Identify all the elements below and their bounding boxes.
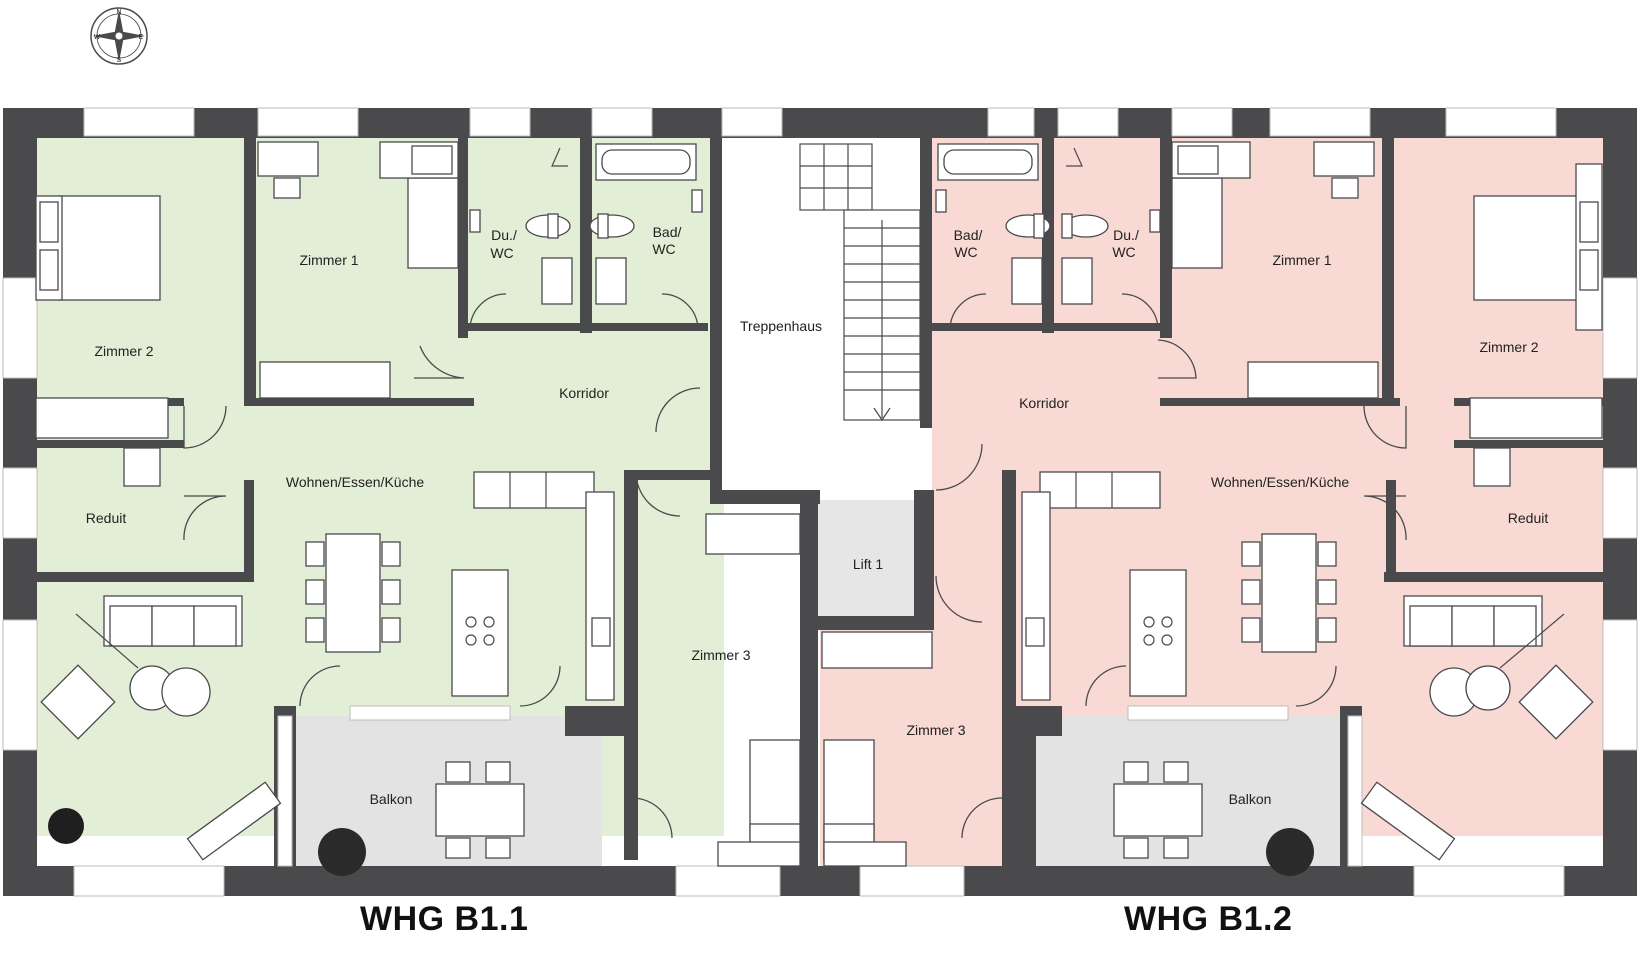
staircase-icon bbox=[799, 143, 921, 422]
label-duwc-right-1: Du./ bbox=[1113, 227, 1139, 243]
label-zimmer2-right: Zimmer 2 bbox=[1479, 339, 1538, 355]
compass-icon: N E S W bbox=[90, 7, 148, 65]
bed-icon bbox=[1473, 163, 1603, 331]
label-reduit-left: Reduit bbox=[86, 510, 127, 526]
shower-icon bbox=[1066, 147, 1083, 167]
sink-icon bbox=[595, 257, 627, 305]
chair-icon bbox=[381, 579, 401, 605]
label-wohnen-right: Wohnen/Essen/Küche bbox=[1211, 474, 1349, 490]
chair-icon bbox=[305, 541, 325, 567]
label-zimmer2-left: Zimmer 2 bbox=[94, 343, 153, 359]
desk-icon bbox=[257, 141, 319, 177]
kitchen-counter bbox=[473, 471, 595, 509]
label-badwc-left-1: Bad/ bbox=[653, 224, 682, 240]
table-icon bbox=[435, 783, 525, 837]
chair-icon bbox=[1331, 177, 1359, 199]
unit-title-right: WHG B1.2 bbox=[1124, 900, 1293, 938]
chair-icon bbox=[381, 617, 401, 643]
chair-icon bbox=[273, 177, 301, 199]
shower-icon bbox=[551, 147, 568, 167]
compass-s: S bbox=[117, 57, 122, 64]
floor-lamp-icon bbox=[1499, 613, 1565, 669]
chair-icon bbox=[1241, 579, 1261, 605]
plant-icon bbox=[48, 808, 84, 844]
table-icon bbox=[1113, 783, 1203, 837]
table-icon bbox=[1261, 533, 1317, 653]
plant-icon bbox=[318, 828, 366, 876]
wardrobe-icon bbox=[1247, 361, 1379, 399]
furniture-left bbox=[35, 141, 801, 876]
label-duwc-left-1: Du./ bbox=[491, 227, 517, 243]
sink-icon bbox=[1061, 257, 1093, 305]
sofa-icon bbox=[1403, 595, 1543, 647]
chair-icon bbox=[1241, 541, 1261, 567]
unit-title-left: WHG B1.1 bbox=[360, 900, 529, 938]
desk-icon bbox=[1313, 141, 1375, 177]
label-zimmer1-right: Zimmer 1 bbox=[1272, 252, 1331, 268]
chair-icon bbox=[1241, 617, 1261, 643]
label-zimmer3-right: Zimmer 3 bbox=[906, 722, 965, 738]
armchair-icon bbox=[40, 664, 116, 740]
label-reduit-right: Reduit bbox=[1508, 510, 1549, 526]
label-duwc-right-2: WC bbox=[1112, 244, 1135, 260]
label-wohnen-left: Wohnen/Essen/Küche bbox=[286, 474, 424, 490]
armchair-icon bbox=[1518, 664, 1594, 740]
label-duwc-left-2: WC bbox=[490, 245, 513, 261]
floor-lamp-icon bbox=[75, 613, 139, 669]
cooktop-icon bbox=[1129, 569, 1187, 697]
sink-icon bbox=[1025, 617, 1045, 647]
label-korridor-right: Korridor bbox=[1019, 395, 1069, 411]
chair-icon bbox=[305, 579, 325, 605]
cooktop-icon bbox=[451, 569, 509, 697]
sink-icon bbox=[541, 257, 573, 305]
wardrobe-icon bbox=[1469, 397, 1603, 439]
kitchen-counter bbox=[1039, 471, 1161, 509]
label-zimmer1-left: Zimmer 1 bbox=[299, 252, 358, 268]
compass-e: E bbox=[139, 34, 144, 41]
label-korridor-left: Korridor bbox=[559, 385, 609, 401]
toilet-icon bbox=[589, 214, 635, 238]
bed-icon bbox=[379, 141, 459, 269]
label-lift: Lift 1 bbox=[853, 556, 884, 572]
lift-floor bbox=[818, 500, 914, 616]
windows bbox=[2, 107, 1638, 897]
plant-icon bbox=[1266, 828, 1314, 876]
chair-icon bbox=[1317, 541, 1337, 567]
table-icon bbox=[325, 533, 381, 653]
label-badwc-left-2: WC bbox=[652, 241, 675, 257]
chair-icon bbox=[381, 541, 401, 567]
label-balkon-right: Balkon bbox=[1229, 791, 1272, 807]
sink-icon bbox=[1011, 257, 1043, 305]
label-badwc-right-1: Bad/ bbox=[954, 227, 983, 243]
sofa-icon bbox=[103, 595, 243, 647]
sink-icon bbox=[591, 617, 611, 647]
label-zimmer3-left: Zimmer 3 bbox=[691, 647, 750, 663]
compass-n: N bbox=[116, 9, 121, 16]
wardrobe-icon bbox=[259, 361, 391, 399]
doors bbox=[183, 293, 1407, 839]
wardrobe-icon bbox=[35, 397, 169, 439]
chair-icon bbox=[305, 617, 325, 643]
chair-icon bbox=[1317, 617, 1337, 643]
label-treppenhaus: Treppenhaus bbox=[740, 318, 822, 334]
furniture-right bbox=[821, 141, 1603, 876]
room-labels: Zimmer 2 Zimmer 1 Du./ WC Bad/ WC Treppe… bbox=[86, 224, 1549, 807]
chair-icon bbox=[1317, 579, 1337, 605]
bed-icon bbox=[1171, 141, 1251, 269]
compass-w: W bbox=[94, 34, 101, 41]
label-badwc-right-2: WC bbox=[954, 244, 977, 260]
bed-icon bbox=[35, 195, 161, 301]
label-balkon-left: Balkon bbox=[370, 791, 413, 807]
